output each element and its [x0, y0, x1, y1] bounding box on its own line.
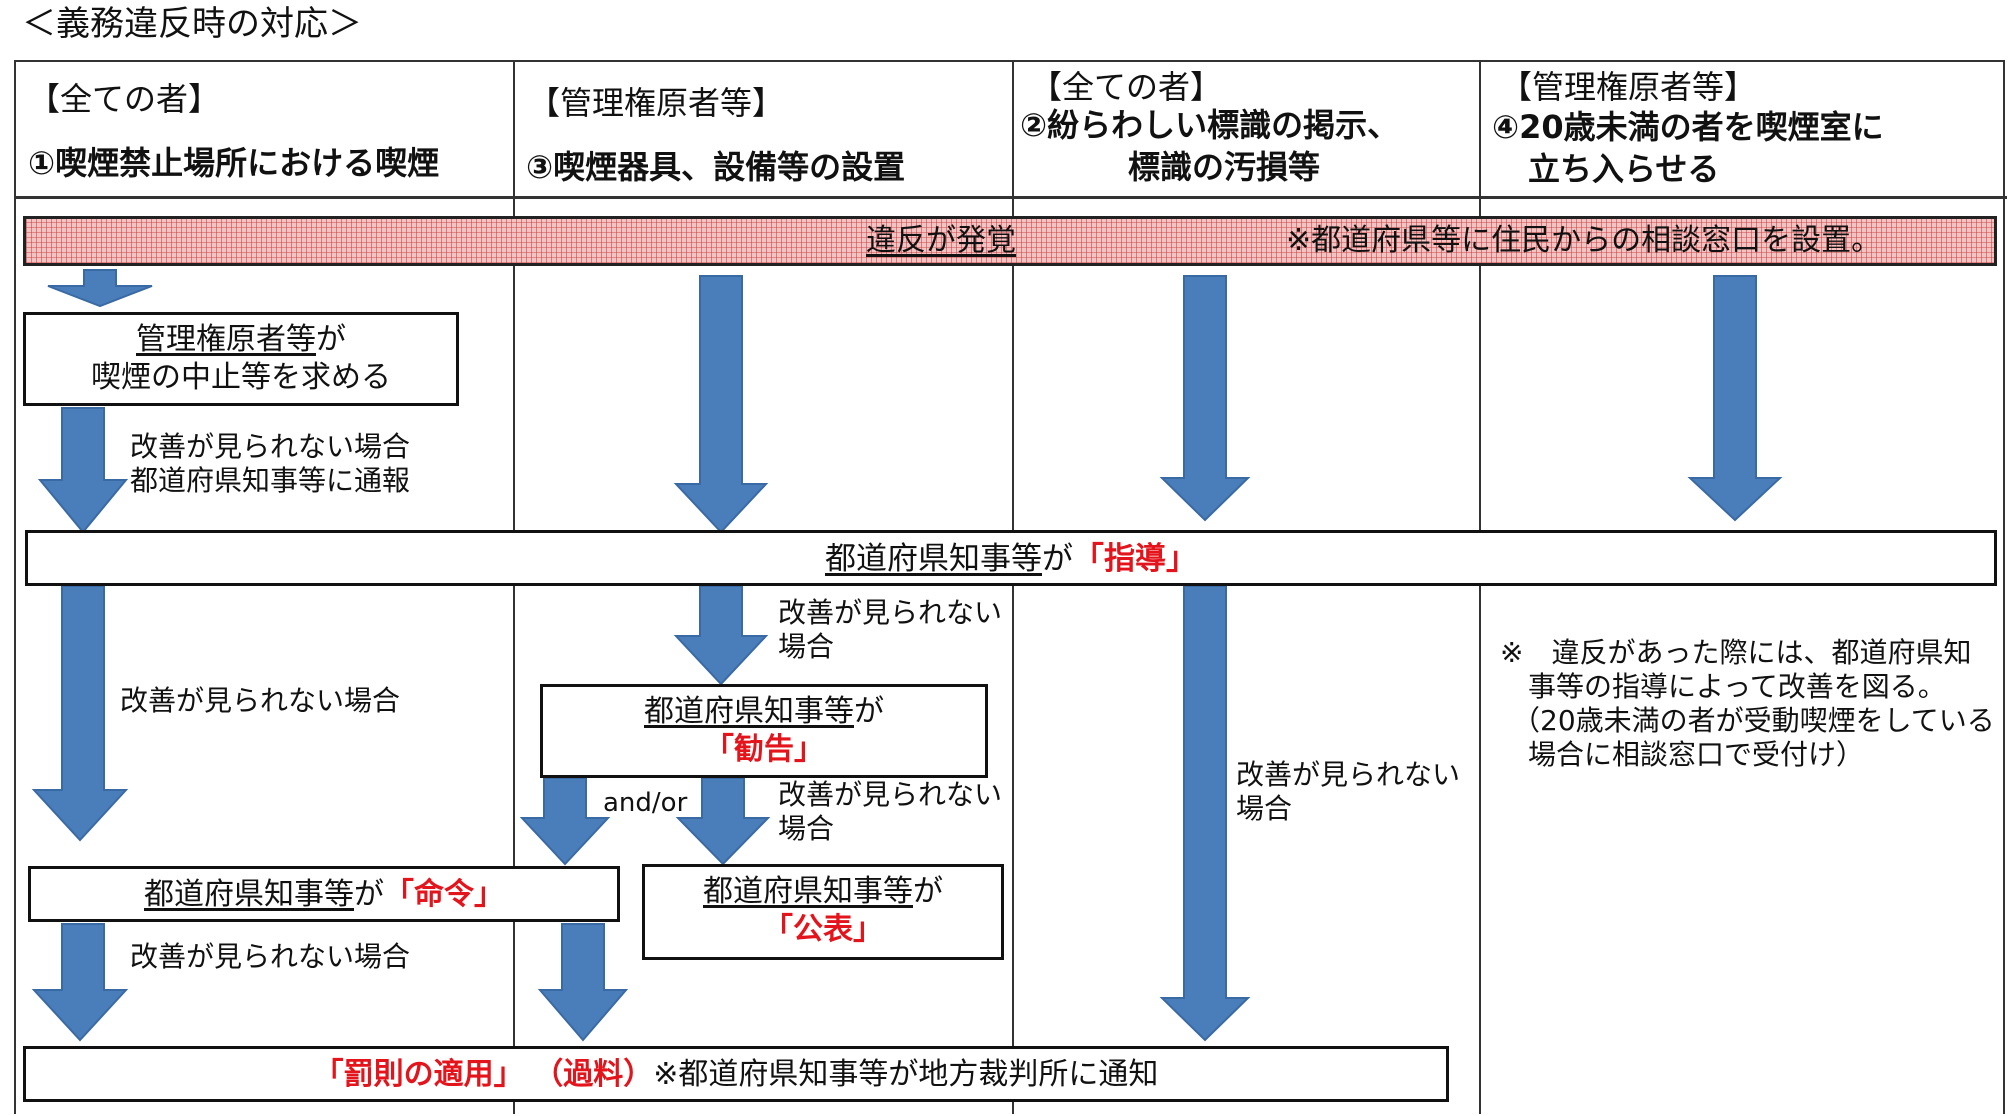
col3-name-line2: 標識の汚損等: [1128, 148, 1321, 186]
arrow-col2-to-publish: [675, 777, 771, 866]
col3-tag: 【全ての者】: [1030, 68, 1223, 106]
notify-label-line1: 改善が見られない場合: [130, 430, 411, 463]
discovery-note: ※都道府県等に住民からの相談窓口を設置。: [1286, 223, 1882, 258]
advice-action: 「勧告」: [704, 732, 824, 767]
guidance-action: 「指導」: [1073, 541, 1197, 577]
arrow-col2-to-order: [519, 777, 611, 866]
col1-name: ①喫煙禁止場所における喫煙: [28, 144, 440, 182]
page-title: ＜義務違反時の対応＞: [22, 4, 362, 44]
arrow-col2-to-advice: [673, 585, 769, 686]
order-box: 都道府県知事等が「命令」: [28, 866, 620, 922]
arrow-col4-to-guidance: [1687, 275, 1783, 522]
request-line1: 管理権原者等が: [136, 322, 346, 357]
discovery-bar: [23, 216, 1997, 266]
col2-no-improve-line1: 改善が見られない: [778, 596, 1003, 629]
arrow-col1-to-guidance: [37, 407, 129, 534]
arrow-col2-to-guidance: [673, 275, 769, 534]
column-divider-3: [1479, 60, 1481, 1114]
advice-box: 都道府県知事等が 「勧告」: [540, 684, 988, 778]
arrow-col1-discovery: [47, 269, 153, 308]
col1-no-improve-after-order: 改善が見られない場合: [130, 940, 411, 973]
penalty-fine: （過料）: [533, 1057, 654, 1092]
col3-no-improve-line1: 改善が見られない: [1236, 758, 1461, 791]
table-frame: [14, 60, 2005, 1114]
discovery-label: 違反が発覚: [866, 223, 1016, 258]
col2-no-improve2-line2: 場合: [778, 812, 835, 845]
notify-label-line2: 都道府県知事等に通報: [130, 464, 411, 497]
col4-note-line4: 場合に相談窓口で受付け）: [1528, 738, 1865, 771]
col4-note-line3: （20歳未満の者が受動喫煙をしている: [1512, 704, 1995, 737]
col4-name-line1: ④20歳未満の者を喫煙室に: [1492, 108, 1884, 146]
col2-tag: 【管理権原者等】: [528, 84, 785, 122]
col4-tag: 【管理権原者等】: [1500, 68, 1757, 106]
col1-tag: 【全ての者】: [28, 80, 221, 118]
arrow-col3-to-penalty: [1159, 585, 1251, 1042]
col4-name-line2: 立ち入らせる: [1528, 150, 1720, 188]
col2-no-improve-line2: 場合: [778, 630, 835, 663]
guidance-subject: 都道府県知事等: [825, 541, 1042, 577]
col3-no-improve-line2: 場合: [1236, 792, 1293, 825]
column-divider-1: [513, 60, 515, 1114]
guidance-box: 都道府県知事等が「指導」: [25, 530, 1997, 586]
arrow-col2-order-to-penalty: [537, 923, 629, 1042]
and-or-label: and/or: [603, 788, 688, 818]
publish-line1: 都道府県知事等が: [703, 874, 943, 909]
publish-box: 都道府県知事等が 「公表」: [642, 864, 1004, 960]
penalty-note: ※都道府県知事等が地方裁判所に通知: [653, 1057, 1159, 1092]
header-divider: [14, 196, 2007, 199]
col3-name-line1: ②紛らわしい標識の掲示、: [1020, 106, 1400, 144]
publish-action: 「公表」: [763, 912, 883, 947]
col2-no-improve2-line1: 改善が見られない: [778, 778, 1003, 811]
arrow-col1-to-penalty: [31, 923, 129, 1042]
column-divider-2: [1012, 60, 1014, 1114]
penalty-action: 「罰則の適用」: [313, 1057, 524, 1092]
penalty-box: 「罰則の適用」 （過料）※都道府県知事等が地方裁判所に通知: [23, 1046, 1449, 1102]
col4-note-line1: ※ 違反があった際には、都道府県知: [1500, 636, 1972, 669]
order-action: 「命令」: [384, 877, 504, 912]
request-box: 管理権原者等が 喫煙の中止等を求める: [23, 312, 459, 406]
col4-note-line2: 事等の指導によって改善を図る。: [1528, 670, 1946, 703]
col2-name: ③喫煙器具、設備等の設置: [526, 148, 906, 186]
request-line2: 喫煙の中止等を求める: [91, 360, 391, 395]
arrow-col3-to-guidance: [1159, 275, 1251, 522]
arrow-col1-to-order: [31, 585, 129, 842]
advice-line1: 都道府県知事等が: [644, 694, 884, 729]
col1-no-improve-label: 改善が見られない場合: [120, 684, 401, 717]
